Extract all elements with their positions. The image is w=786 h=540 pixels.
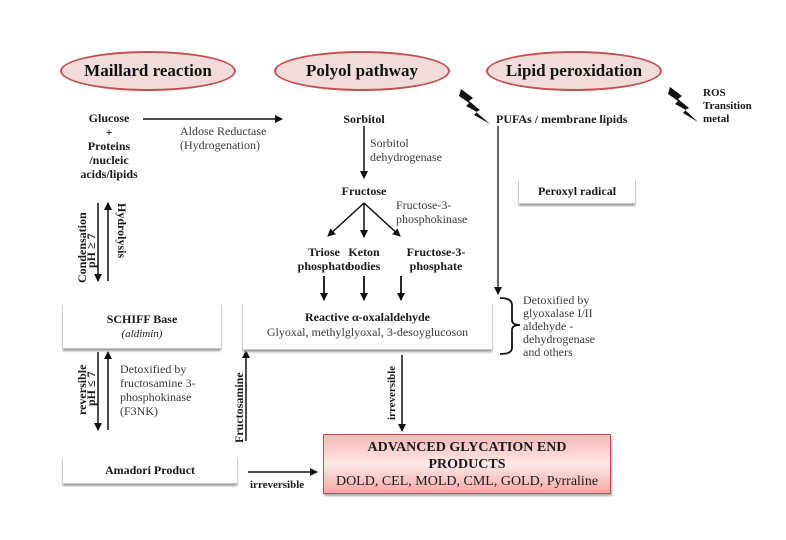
f3pk-line1: Fructose-3- xyxy=(396,198,452,212)
f3nk-line4: (F3NK) xyxy=(120,404,158,418)
f3p-line1: Fructose-3- xyxy=(406,245,466,259)
peroxyl-radical-label: Peroxyl radical xyxy=(537,184,617,198)
keton-line2: bodies xyxy=(347,259,381,273)
oxalaldehyde-examples: Glyoxal, methylglyoxal, 3-desoyglucoson xyxy=(266,325,469,339)
irreversible-horizontal-label: irreversible xyxy=(250,479,305,491)
fructose-label: Fructose xyxy=(341,184,387,198)
oxalaldehyde-box: Reactive α-oxalaldehyde Glyoxal, methylg… xyxy=(242,304,493,350)
detox-line3: aldehyde - xyxy=(523,319,574,333)
header-maillard-label: Maillard reaction xyxy=(84,61,212,80)
header-polyol-label: Polyol pathway xyxy=(306,61,418,80)
reactant-proteins: Proteins xyxy=(87,139,131,153)
glyoxalase-detox-label: Detoxified by glyoxalase I/II aldehyde -… xyxy=(523,294,595,359)
sorbitol-label: Sorbitol xyxy=(343,112,385,126)
schiff-base-title: SCHIFF Base xyxy=(106,312,178,326)
header-lipid-peroxidation: Lipid peroxidation xyxy=(486,51,662,91)
f3nk-line2: fructosamine 3- xyxy=(120,376,196,390)
detox-line1: Detoxified by xyxy=(523,293,590,307)
reactant-acids-lipids: acids/lipids xyxy=(80,167,138,181)
oxalaldehyde-title: Reactive α-oxalaldehyde xyxy=(304,310,430,324)
header-polyol-pathway: Polyol pathway xyxy=(274,51,450,91)
age-title-line2: PRODUCTS xyxy=(428,457,506,472)
detox-line2: glyoxalase I/II xyxy=(523,306,593,320)
sorbitol-dehydrogenase-label: Sorbitol dehydrogenase xyxy=(370,136,442,164)
triose-line2: phosphate xyxy=(297,259,351,273)
aldose-line1: Aldose Reductase xyxy=(180,124,267,138)
amadori-product-box: Amadori Product xyxy=(62,458,238,484)
peroxyl-radical-box: Peroxyl radical xyxy=(518,180,636,204)
ph-le7-label: pH ≤ 7 xyxy=(84,371,98,406)
ros-line1: ROS xyxy=(703,87,726,99)
aldose-line2: (Hydrogenation) xyxy=(180,138,260,152)
lightning-bolt-icon xyxy=(459,89,490,124)
ros-label: ROS Transition metal xyxy=(703,87,752,126)
fructosamine-label: Fructosamine xyxy=(232,372,246,443)
fructose-3-phosphokinase-label: Fructose-3- phosphokinase xyxy=(396,198,467,226)
reactant-plus: + xyxy=(105,125,113,139)
header-lipid-label: Lipid peroxidation xyxy=(505,61,643,80)
keton-line1: Keton xyxy=(348,245,380,259)
arrow-fructose-to-f3p xyxy=(363,202,401,237)
lightning-bolt-icon xyxy=(668,87,698,122)
reactants-label: Glucose + Proteins /nucleic acids/lipids xyxy=(64,111,154,181)
reactant-nucleic: /nucleic xyxy=(89,153,129,167)
f3nk-line1: Detoxified by xyxy=(120,362,187,376)
sdh-line1: Sorbitol xyxy=(370,136,409,150)
f3nk-detox-label: Detoxified by fructosamine 3- phosphokin… xyxy=(120,362,196,418)
ros-line2: Transition xyxy=(703,100,752,112)
amadori-product-label: Amadori Product xyxy=(104,463,196,477)
age-title-line1: ADVANCED GLYCATION END xyxy=(367,440,567,455)
aldose-reductase-label: Aldose Reductase (Hydrogenation) xyxy=(180,124,266,152)
detox-line4: dehydrogenase xyxy=(523,332,595,346)
triose-phosphate-label: Triose phosphate xyxy=(284,245,364,273)
fructose-3-phosphate-label: Fructose-3- phosphate xyxy=(396,245,476,273)
reactant-glucose: Glucose xyxy=(88,111,130,125)
detox-bracket xyxy=(499,297,521,355)
schiff-base-subtitle: (aldimin) xyxy=(121,328,163,340)
age-products-box: ADVANCED GLYCATION END PRODUCTS DOLD, CE… xyxy=(323,434,611,494)
triose-line1: Triose xyxy=(308,245,340,259)
keton-bodies-label: Keton bodies xyxy=(340,245,388,273)
irreversible-vertical-label: irreversible xyxy=(386,365,398,420)
ph-ge7-label: pH ≥ 7 xyxy=(84,233,98,268)
detox-line5: and others xyxy=(523,345,573,359)
sdh-line2: dehydrogenase xyxy=(370,150,442,164)
ros-line3: metal xyxy=(703,113,730,125)
pufas-label: PUFAs / membrane lipids xyxy=(496,112,628,126)
header-maillard-reaction: Maillard reaction xyxy=(60,51,236,91)
hydrolysis-label: Hydrolysis xyxy=(115,203,129,259)
f3p-line2: phosphate xyxy=(409,259,463,273)
f3nk-line3: phosphokinase xyxy=(120,390,192,404)
age-product-list: DOLD, CEL, MOLD, CML, GOLD, Pyrraline xyxy=(335,474,599,489)
f3pk-line2: phosphokinase xyxy=(396,212,468,226)
arrow-fructose-to-triose xyxy=(327,202,365,237)
schiff-base-box: SCHIFF Base (aldimin) xyxy=(62,305,222,349)
